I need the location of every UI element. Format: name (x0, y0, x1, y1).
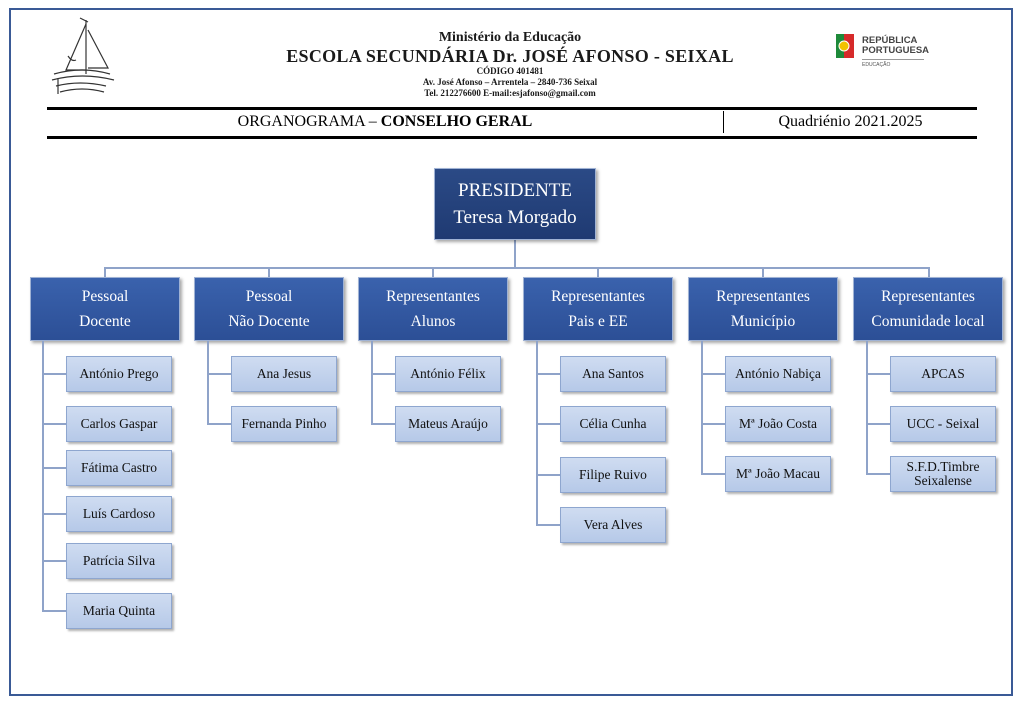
member-box: Ana Jesus (231, 356, 337, 392)
connector (104, 267, 106, 277)
member-box: APCAS (890, 356, 996, 392)
branch-tick (701, 473, 725, 475)
connector (268, 267, 270, 277)
horizontal-connector (105, 267, 930, 269)
branch-line (866, 341, 868, 475)
member-box: António Félix (395, 356, 501, 392)
branch-tick (536, 524, 560, 526)
school-contact: Tel. 212276600 E-mail:esjafonso@gmail.co… (424, 88, 596, 98)
member-box: Maria Quinta (66, 593, 172, 629)
member-box: Filipe Ruivo (560, 457, 666, 493)
ministry-name: Ministério da Educação (438, 30, 582, 45)
branch-tick (371, 423, 395, 425)
republica-portuguesa-logo: REPÚBLICA PORTUGUESA EDUCAÇÃO (836, 32, 936, 72)
member-box: Luís Cardoso (66, 496, 172, 532)
title-divider (723, 111, 724, 133)
connector (432, 267, 434, 277)
member-box: Fátima Castro (66, 450, 172, 486)
organogram-title: ORGANOGRAMA – CONSELHO GERAL (237, 113, 533, 130)
president-name: Teresa Morgado (453, 207, 577, 228)
branch-line (701, 341, 703, 475)
president-connector (514, 240, 516, 268)
title-bottom-rule (47, 136, 977, 139)
school-header: Ministério da Educação ESCOLA SECUNDÁRIA… (260, 30, 760, 99)
member-box: Ana Santos (560, 356, 666, 392)
branch-tick (42, 373, 66, 375)
branch-tick (371, 373, 395, 375)
president-box: PRESIDENTE Teresa Morgado (434, 168, 596, 240)
member-box: Carlos Gaspar (66, 406, 172, 442)
logo-text-line1: REPÚBLICA (862, 35, 918, 46)
branch-tick (207, 373, 231, 375)
member-box: S.F.D.Timbre Seixalense (890, 456, 996, 492)
connector (928, 267, 930, 277)
branch-line (207, 341, 209, 425)
member-box: Patrícia Silva (66, 543, 172, 579)
member-box: Mateus Araújo (395, 406, 501, 442)
branch-tick (536, 474, 560, 476)
member-box: Mª João Costa (725, 406, 831, 442)
branch-tick (701, 423, 725, 425)
member-box: UCC - Seixal (890, 406, 996, 442)
member-box: Mª João Macau (725, 456, 831, 492)
branch-tick (42, 610, 66, 612)
member-box: Célia Cunha (560, 406, 666, 442)
branch-tick (866, 423, 890, 425)
title-top-rule (47, 107, 977, 110)
branch-tick (207, 423, 231, 425)
school-logo-icon (51, 17, 115, 94)
member-box: António Nabiça (725, 356, 831, 392)
school-code: CÓDIGO 401481 (476, 66, 544, 76)
school-name: ESCOLA SECUNDÁRIA Dr. JOSÉ AFONSO - SEIX… (286, 46, 734, 66)
branch-tick (42, 560, 66, 562)
flag-emblem-icon (836, 34, 854, 58)
logo-text-line3: EDUCAÇÃO (862, 62, 891, 68)
school-address: Av. José Afonso – Arrentela – 2840-736 S… (422, 77, 598, 87)
connector (762, 267, 764, 277)
president-role: PRESIDENTE (458, 180, 572, 201)
logo-text-line2: PORTUGUESA (862, 45, 930, 56)
branch-tick (42, 423, 66, 425)
period-label: Quadriénio 2021.2025 (778, 113, 923, 130)
branch-line (42, 341, 44, 611)
branch-line (371, 341, 373, 425)
page-frame (9, 8, 1013, 696)
branch-tick (42, 467, 66, 469)
member-box: Fernanda Pinho (231, 406, 337, 442)
member-box: António Prego (66, 356, 172, 392)
branch-tick (866, 373, 890, 375)
connector (597, 267, 599, 277)
branch-tick (866, 473, 890, 475)
member-box: Vera Alves (560, 507, 666, 543)
branch-line (536, 341, 538, 526)
branch-tick (42, 513, 66, 515)
branch-tick (536, 423, 560, 425)
branch-tick (536, 373, 560, 375)
branch-tick (701, 373, 725, 375)
